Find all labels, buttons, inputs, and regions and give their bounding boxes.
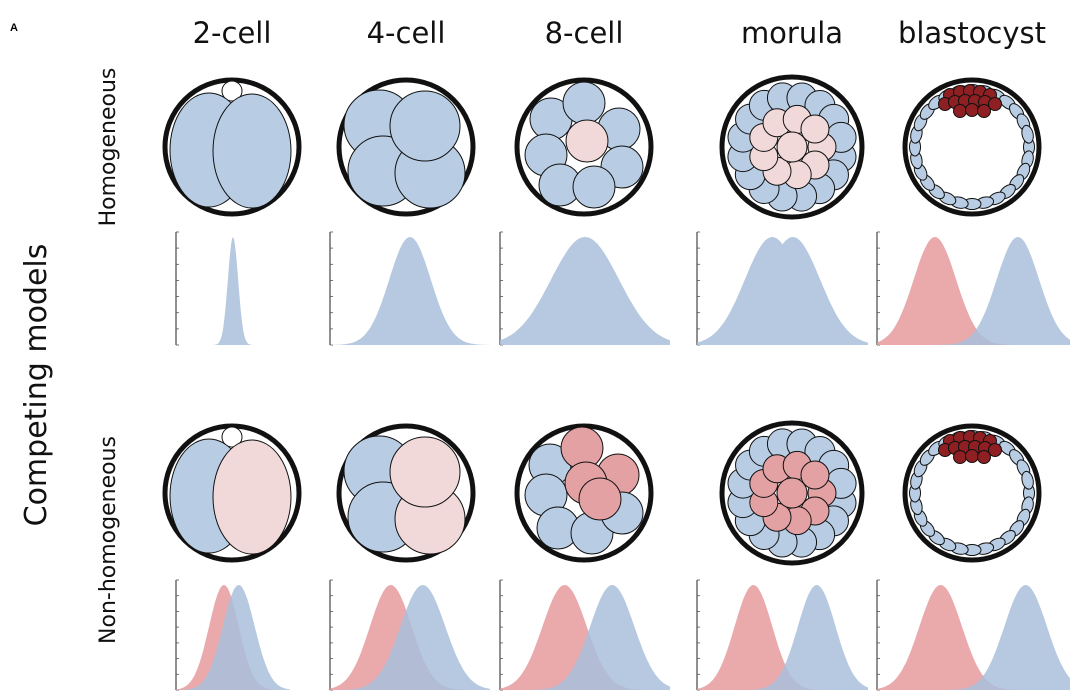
inner-cell-mass-cell xyxy=(953,104,967,118)
embryo-4cell xyxy=(336,77,476,217)
embryo-8cell xyxy=(514,77,654,217)
embryo-4cell xyxy=(336,423,476,563)
inner-blastomere xyxy=(776,131,808,163)
embryo-blastocyst xyxy=(902,77,1042,217)
blastomere xyxy=(562,81,606,125)
histogram-4cell xyxy=(329,579,490,691)
blue-population-curve xyxy=(697,585,868,690)
stage-label-morula: morula xyxy=(741,16,843,50)
histogram-morula xyxy=(696,579,868,691)
stage-label-4cell: 4-cell xyxy=(367,16,446,50)
blastomere xyxy=(389,90,461,162)
histogram-8cell xyxy=(499,579,670,691)
blue-population-curve xyxy=(697,237,868,345)
histogram-morula xyxy=(696,231,868,346)
blue-population-curve xyxy=(877,237,1070,345)
stage-label-8cell: 8-cell xyxy=(545,16,624,50)
trophectoderm-cell xyxy=(1021,470,1034,490)
embryo-2cell xyxy=(162,77,302,217)
inner-cell-mass-cell xyxy=(965,103,979,117)
zona-pellucida xyxy=(902,423,1042,563)
row-label-homogeneous: Homogeneous xyxy=(96,68,121,227)
blastomere xyxy=(212,439,292,555)
red-population-curve xyxy=(500,585,670,690)
polar-body xyxy=(221,80,243,102)
blastomere xyxy=(389,436,461,508)
histogram-4cell xyxy=(329,231,490,346)
inner-cell-mass-cell xyxy=(965,449,979,463)
embryo-blastocyst xyxy=(902,423,1042,563)
embryo-2cell xyxy=(162,423,302,563)
histogram-blastocyst xyxy=(876,579,1070,691)
embryo-morula xyxy=(719,74,865,220)
blue-population-curve xyxy=(176,237,290,345)
inner-blastomere xyxy=(776,477,808,509)
red-population-curve xyxy=(877,237,1070,345)
embryo-8cell xyxy=(514,423,654,563)
histogram-panels xyxy=(175,231,1070,691)
blue-population-curve xyxy=(330,585,490,690)
blastomere xyxy=(565,119,609,163)
stage-label-blastocyst: blastocyst xyxy=(898,16,1046,50)
blue-population-curve xyxy=(176,585,290,690)
histogram-2cell xyxy=(175,579,290,691)
inner-blastomere xyxy=(800,114,830,144)
panel-letter: A xyxy=(10,22,18,34)
histogram-2cell xyxy=(175,231,290,346)
histogram-8cell xyxy=(499,231,670,346)
inner-cell-mass-cell xyxy=(977,104,991,118)
embryo-diagrams xyxy=(162,74,1042,566)
blue-population-curve xyxy=(500,237,670,345)
blue-population-curve xyxy=(500,585,670,690)
row-label-non-homogeneous: Non-homogeneous xyxy=(96,436,121,644)
red-population-curve xyxy=(697,585,868,690)
inner-cell-mass-cell xyxy=(988,97,1002,111)
blue-population-curve xyxy=(877,585,1070,690)
inner-blastomere xyxy=(800,460,830,490)
zona-pellucida xyxy=(902,77,1042,217)
histogram-blastocyst xyxy=(876,231,1070,346)
blastomere xyxy=(212,93,292,209)
competing-models-label: Competing models xyxy=(19,244,54,527)
trophectoderm-cell xyxy=(1021,124,1034,144)
blastomere xyxy=(572,165,616,209)
blastomere xyxy=(578,477,622,521)
polar-body xyxy=(221,426,243,448)
blue-population-curve xyxy=(330,237,490,345)
inner-cell-mass-cell xyxy=(953,450,967,464)
inner-cell-mass-cell xyxy=(977,450,991,464)
embryo-morula xyxy=(719,420,865,566)
red-population-curve xyxy=(877,585,1070,690)
inner-cell-mass-cell xyxy=(988,443,1002,457)
stage-label-2cell: 2-cell xyxy=(193,16,272,50)
